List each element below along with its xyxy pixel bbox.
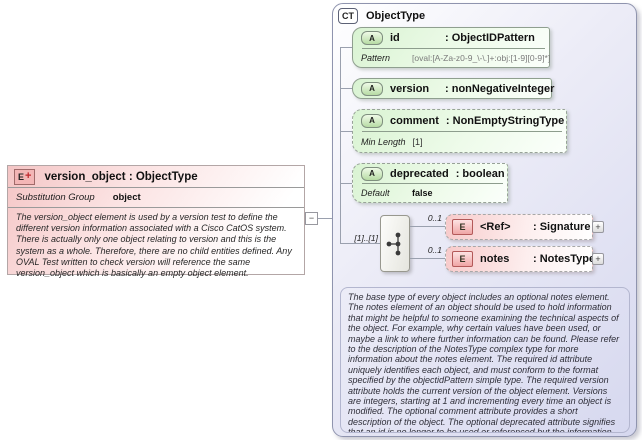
tree-line <box>340 243 380 244</box>
element-header: E+ version_object : ObjectType <box>8 166 304 188</box>
collapse-button[interactable]: − <box>305 212 318 225</box>
facet-row: Default false <box>353 184 507 202</box>
connector-line <box>318 218 332 219</box>
attribute-box-id[interactable]: A id : ObjectIDPattern Pattern [oval:[A-… <box>352 27 550 68</box>
tree-line <box>340 183 352 184</box>
attribute-type: : ObjectIDPattern <box>445 32 535 44</box>
substitution-group-label: Substitution Group <box>16 192 95 203</box>
child-cardinality: 0..1 <box>427 245 442 255</box>
facet-label: Pattern <box>361 53 391 63</box>
element-icon-letter: E <box>18 171 25 182</box>
element-type: : Signature <box>533 221 591 233</box>
substitution-group-value: object <box>112 192 141 203</box>
complex-type-title: ObjectType <box>366 10 426 22</box>
divider <box>362 131 562 132</box>
attribute-type: : nonNegativeInteger <box>445 82 555 95</box>
sequence-icon <box>386 232 401 255</box>
tree-line <box>340 47 352 48</box>
substitution-group-row: Substitution Group object <box>8 188 304 208</box>
element-type: : NotesType <box>533 253 596 265</box>
facet-value: [1] <box>412 137 423 147</box>
facet-row: Pattern [oval:[A-Za-z0-9_\-\.]+:obj:[1-9… <box>353 49 551 67</box>
element-title: version_object : ObjectType <box>44 170 198 183</box>
element-documentation: The version_object element is used by a … <box>16 212 292 279</box>
sequence-compositor[interactable] <box>380 215 410 272</box>
element-name: notes <box>480 253 510 265</box>
plus-icon: + <box>595 221 601 232</box>
attribute-icon: A <box>361 113 383 128</box>
element-icon: E <box>452 251 473 267</box>
facet-value: [oval:[A-Za-z0-9_\-\.]+:obj:[1-9][0-9]*] <box>412 53 551 63</box>
element-icon: E+ <box>14 168 36 185</box>
divider <box>362 183 503 184</box>
substitution-head-plus-icon: + <box>25 170 32 182</box>
plus-icon: + <box>595 253 601 264</box>
complex-type-documentation: The base type of every object includes a… <box>340 287 630 433</box>
attribute-row: A deprecated : boolean <box>353 164 507 183</box>
tree-line <box>340 47 341 244</box>
attribute-box-deprecated[interactable]: A deprecated : boolean Default false <box>352 163 508 203</box>
expand-ref-button[interactable]: + <box>592 221 604 233</box>
attribute-name: deprecated <box>390 167 449 180</box>
attribute-box-version[interactable]: A version : nonNegativeInteger <box>352 78 555 99</box>
attribute-icon: A <box>361 81 383 96</box>
facet-value: false <box>412 188 433 198</box>
attribute-name: id <box>390 32 400 44</box>
facet-label: Min Length <box>361 137 406 147</box>
attribute-name: comment <box>390 114 439 127</box>
attribute-type: : boolean <box>455 167 505 180</box>
sequence-cardinality: [1]..[1] <box>354 233 378 243</box>
attribute-box-comment[interactable]: A comment : NonEmptyStringType Min Lengt… <box>352 109 567 153</box>
divider <box>362 48 545 49</box>
facet-row: Min Length [1] <box>353 132 566 152</box>
complex-type-header: CT ObjectType <box>338 8 425 24</box>
attribute-icon: A <box>361 31 383 45</box>
attribute-row: A version : nonNegativeInteger <box>353 79 555 98</box>
tree-line <box>410 258 445 259</box>
expand-notes-button[interactable]: + <box>592 253 604 265</box>
attribute-row: A id : ObjectIDPattern <box>353 28 549 48</box>
tree-line <box>340 131 352 132</box>
minus-icon: − <box>308 213 315 223</box>
facet-label: Default <box>361 188 390 198</box>
attribute-row: A comment : NonEmptyStringType <box>353 110 566 131</box>
complex-type-icon: CT <box>338 8 358 24</box>
element-box-ref[interactable]: E <Ref> : Signature <box>445 214 593 240</box>
attribute-name: version <box>390 82 430 95</box>
element-box-notes[interactable]: E notes : NotesType <box>445 246 596 272</box>
tree-line <box>340 88 352 89</box>
attribute-type: : NonEmptyStringType <box>445 114 565 127</box>
attribute-icon: A <box>361 166 383 181</box>
element-icon: E <box>452 219 473 235</box>
tree-line <box>410 226 445 227</box>
element-name: <Ref> <box>480 221 511 233</box>
element-box-version-object[interactable]: E+ version_object : ObjectType Substitut… <box>7 165 305 278</box>
child-cardinality: 0..1 <box>427 213 442 223</box>
